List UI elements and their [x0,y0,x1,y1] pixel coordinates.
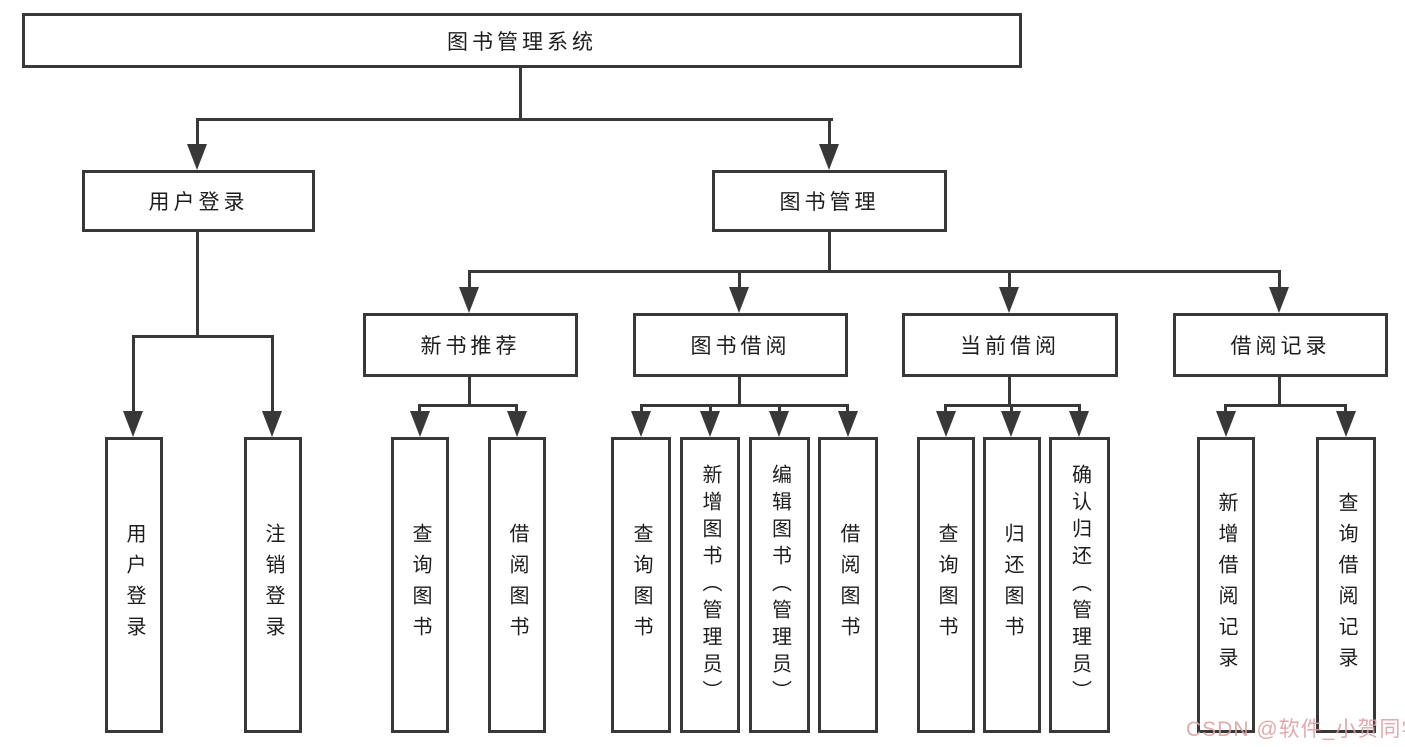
leaf-query-books-current-label: 查询图书 [935,523,957,647]
connector-line [846,404,849,414]
arrow-down-icon [459,287,479,313]
leaf-query-books-current: 查询图书 [917,437,975,733]
leaf-logout: 注销登录 [244,437,302,733]
connector-line [1008,375,1011,407]
leaf-borrow-books-borrow: 借阅图书 [818,437,878,733]
leaf-edit-book-admin: 编辑图书（管理员） [749,437,810,733]
leaf-query-borrow-record-label: 查询借阅记录 [1335,492,1357,678]
arrow-down-icon [187,144,207,170]
arrow-down-icon [1001,411,1021,437]
leaf-borrow-books-recommend-label: 借阅图书 [506,523,528,647]
arrow-down-icon [410,411,430,437]
arrow-down-icon [1336,411,1356,437]
arrow-down-icon [769,411,789,437]
leaf-query-borrow-record: 查询借阅记录 [1316,437,1376,733]
leaf-confirm-return-admin: 确认归还（管理员） [1049,437,1110,733]
arrow-down-icon [838,411,858,437]
connector-line [1010,404,1013,414]
leaf-query-books-recommend: 查询图书 [391,437,449,733]
connector-line [1224,404,1347,407]
connector-line [271,335,274,413]
node-book-management-label: 图书管理 [779,191,880,214]
connector-line [944,404,947,414]
connector-line [132,335,274,338]
leaf-user-login-label: 用户登录 [123,523,145,647]
connector-line [519,66,522,120]
connector-line [709,404,712,414]
node-book-borrow-label: 图书借阅 [690,335,791,358]
arrow-down-icon [1069,411,1089,437]
connector-line [738,270,741,289]
leaf-logout-label: 注销登录 [262,523,284,647]
leaf-add-book-admin-label: 新增图书（管理员） [699,463,721,707]
leaf-user-login: 用户登录 [105,437,163,733]
node-root-label: 图书管理系统 [447,30,597,54]
arrow-down-icon [507,411,527,437]
leaf-query-books-recommend-label: 查询图书 [409,523,431,647]
connector-line [778,404,781,414]
node-user-login-label: 用户登录 [148,191,249,214]
arrow-down-icon [262,411,282,437]
arrow-down-icon [631,411,651,437]
connector-line [1278,270,1281,289]
connector-line [196,230,199,336]
node-new-book-recommend: 新书推荐 [363,313,578,377]
connector-line [468,270,1281,273]
connector-line [468,270,471,289]
leaf-edit-book-admin-label: 编辑图书（管理员） [768,463,791,707]
connector-line [196,118,199,146]
leaf-confirm-return-admin-label: 确认归还（管理员） [1068,463,1091,707]
leaf-borrow-books-recommend: 借阅图书 [488,437,546,733]
arrow-down-icon [1269,287,1289,313]
arrow-down-icon [123,411,143,437]
connector-line [196,118,833,121]
node-borrow-records: 借阅记录 [1173,313,1388,377]
connector-line [1344,404,1347,414]
connector-line [640,404,849,407]
arrow-down-icon [819,144,839,170]
node-current-borrow-label: 当前借阅 [960,335,1060,358]
connector-line [640,404,643,414]
connector-line [1008,270,1011,289]
connector-line [828,230,831,272]
leaf-add-borrow-record-label: 新增借阅记录 [1215,492,1237,678]
arrow-down-icon [700,411,720,437]
arrow-down-icon [999,287,1019,313]
connector-line [132,335,135,413]
node-root: 图书管理系统 [22,13,1022,68]
leaf-return-book: 归还图书 [983,437,1041,733]
leaf-query-books-borrow: 查询图书 [611,437,671,733]
connector-line [418,404,421,414]
leaf-borrow-books-borrow-label: 借阅图书 [837,523,859,647]
leaf-query-books-borrow-label: 查询图书 [630,523,652,647]
arrow-down-icon [729,287,749,313]
node-borrow-records-label: 借阅记录 [1230,335,1331,358]
node-book-management: 图书管理 [712,170,947,232]
connector-line [418,404,518,407]
watermark: CSDN @软件_小贺同学 [1186,718,1405,741]
node-book-borrow: 图书借阅 [633,313,848,377]
connector-line [738,375,741,407]
connector-line [515,404,518,414]
arrow-down-icon [1216,411,1236,437]
leaf-add-borrow-record: 新增借阅记录 [1197,437,1255,733]
node-new-book-recommend-label: 新书推荐 [420,335,521,358]
arrow-down-icon [936,411,956,437]
node-current-borrow: 当前借阅 [902,313,1118,377]
connector-line [1078,404,1081,414]
leaf-return-book-label: 归还图书 [1001,523,1023,647]
connector-line [1224,404,1227,414]
connector-line [1278,375,1281,407]
node-user-login: 用户登录 [82,170,315,232]
connector-line [468,375,471,407]
leaf-add-book-admin: 新增图书（管理员） [680,437,740,733]
connector-line [828,118,831,146]
